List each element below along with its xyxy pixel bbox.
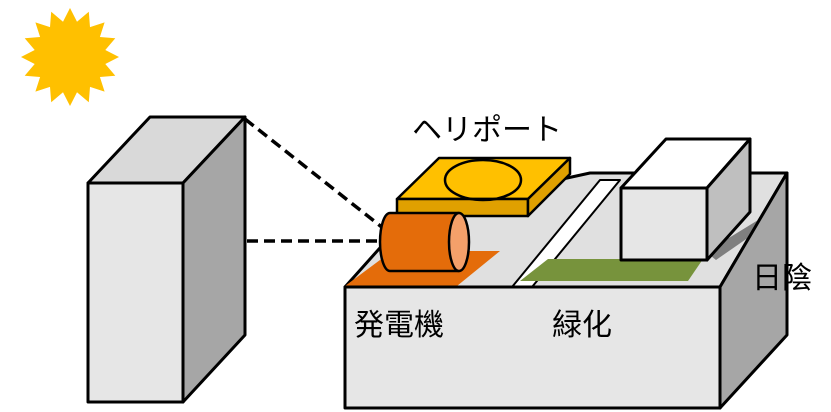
generator-label: 発電機 (354, 308, 444, 343)
greening-label: 緑化 (552, 308, 612, 343)
generator (378, 211, 471, 273)
heliport-label: ヘリポート (412, 113, 562, 148)
rooftop-annex (619, 137, 752, 262)
sight-line-upper (243, 117, 390, 234)
main-building-front (343, 285, 722, 410)
annex-front (619, 186, 709, 262)
tall-building (86, 115, 247, 404)
shade-label: 日陰 (752, 261, 812, 296)
sun-icon (21, 8, 119, 106)
heliport-pad-side (526, 156, 572, 218)
heliport (395, 156, 572, 218)
generator-end-cap (447, 211, 471, 273)
tall-building-front (86, 181, 185, 404)
green-roof-area (520, 259, 703, 281)
heliport-circle-marking (443, 158, 523, 202)
sight-lines (243, 117, 390, 243)
